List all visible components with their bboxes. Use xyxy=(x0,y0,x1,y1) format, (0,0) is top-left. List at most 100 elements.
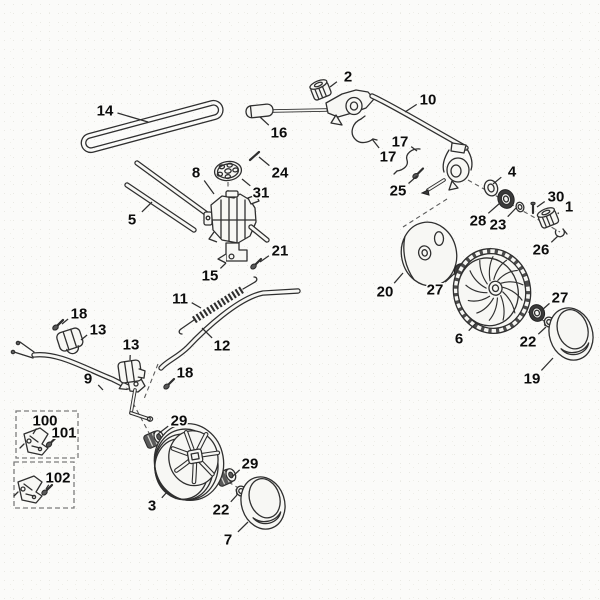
rod-highlight xyxy=(159,289,300,370)
callout-leader-front-wheel xyxy=(161,491,168,499)
callout-leader-drive-pin xyxy=(258,156,270,167)
callout-leader-spring-right xyxy=(410,146,418,152)
callout-leader-mounting-bracket xyxy=(219,262,227,269)
pulley xyxy=(213,160,243,182)
callout-leader-adjuster-knob xyxy=(557,212,560,215)
drive-belt xyxy=(80,99,224,154)
callout-leader-screw-left xyxy=(61,318,69,325)
wheel-spoke xyxy=(497,269,518,282)
mounting-bracket xyxy=(217,242,248,264)
part-number-axle-tube: 8 xyxy=(192,165,200,182)
callout-leader-latch-kit-upper xyxy=(32,428,38,435)
part-number-bearing-outer: 27 xyxy=(552,290,569,307)
part-number-bushing: 28 xyxy=(470,213,487,230)
hub-cap-rear xyxy=(548,307,594,361)
spring-right xyxy=(393,148,421,175)
tension-spring xyxy=(178,276,258,335)
callout-leader-bushing xyxy=(487,202,501,214)
part-number-drive-belt: 14 xyxy=(97,103,114,120)
callout-leader-handle-grip xyxy=(259,116,270,126)
wheel-spoke xyxy=(192,462,197,484)
part-number-retaining-clip: 26 xyxy=(533,242,550,259)
rod-highlight xyxy=(130,389,136,414)
part-number-latch-screw-upper: 101 xyxy=(51,425,76,442)
part-number-wheel-bearing-right: 29 xyxy=(242,456,259,473)
part-number-bolt: 21 xyxy=(272,243,289,260)
rod-highlight xyxy=(125,183,196,232)
callout-leader-nut-rear xyxy=(537,326,547,335)
part-number-bearing-inner: 27 xyxy=(427,282,444,299)
wheel-spoke xyxy=(467,295,491,302)
cover-disc xyxy=(400,221,458,287)
callout-leader-wheel-bearing-left xyxy=(157,425,169,435)
part-number-screw-right: 18 xyxy=(177,365,194,382)
callout-leader-screw-adjuster xyxy=(408,175,418,184)
front-axle xyxy=(10,340,154,422)
wheel-spoke xyxy=(479,260,488,285)
rod-highlight xyxy=(249,225,269,242)
spring-left xyxy=(351,115,378,144)
wheel-spoke xyxy=(199,460,214,476)
callout-leader-drive-belt xyxy=(117,112,149,123)
wheel-spoke xyxy=(469,270,487,289)
callout-leader-pin xyxy=(536,200,546,208)
latch-kit xyxy=(19,427,49,456)
callout-leader-knob-bushing xyxy=(329,81,338,88)
callout-leader-pulley xyxy=(241,178,251,187)
wheel-spoke xyxy=(476,297,495,314)
rod-highlight xyxy=(370,94,468,150)
part-number-latch-kit-upper: 100 xyxy=(32,413,57,430)
part-number-hub-cap-rear: 19 xyxy=(524,371,541,388)
height-adjuster-bracket xyxy=(420,142,473,196)
part-number-nut-front: 22 xyxy=(213,502,230,519)
rod-highlight xyxy=(130,412,150,420)
wheel-spoke xyxy=(488,297,499,321)
callout-leader-link-rod xyxy=(201,327,213,339)
callout-leader-bearing-block-left xyxy=(80,334,88,341)
callout-leader-rear-wheel xyxy=(468,322,477,332)
part-number-nut-rear: 22 xyxy=(520,334,537,351)
part-number-washer: 4 xyxy=(508,164,517,181)
washer-small xyxy=(515,201,525,213)
wheel-spoke xyxy=(197,433,208,451)
callout-leader-hub-cap-rear xyxy=(540,357,554,371)
screw-left xyxy=(50,318,65,333)
screw-adjuster xyxy=(410,167,425,181)
part-number-front-axle: 9 xyxy=(84,371,92,388)
part-number-front-wheel: 3 xyxy=(148,498,156,515)
callout-leader-spring-left xyxy=(371,138,380,149)
part-number-tension-spring: 11 xyxy=(172,291,188,308)
wheel-spoke xyxy=(488,256,494,282)
part-number-screw-adjuster: 25 xyxy=(390,183,407,200)
callout-leader-drive-shaft xyxy=(141,201,153,213)
bearing-block-left xyxy=(56,327,84,355)
callout-leader-front-axle xyxy=(97,384,104,391)
wheel-spoke xyxy=(502,291,516,314)
drive-pin xyxy=(248,150,261,162)
part-number-adjuster-knob: 1 xyxy=(565,199,573,216)
inset-box-upper xyxy=(15,410,79,459)
part-number-rear-wheel: 6 xyxy=(455,331,463,348)
part-number-hub-cap-front: 7 xyxy=(224,532,232,549)
callout-leader-bearing-inner xyxy=(444,272,456,283)
retaining-clip xyxy=(554,228,568,238)
callout-leader-axle-tube xyxy=(203,180,215,195)
part-number-latch-kit-lower: 102 xyxy=(45,470,70,487)
wheel-spoke xyxy=(500,294,505,321)
callout-leader-retaining-clip xyxy=(550,235,559,243)
callout-leader-bolt xyxy=(259,255,270,263)
rear-wheel xyxy=(452,248,532,334)
callout-leader-nut-front xyxy=(230,494,238,503)
part-number-screw-left: 18 xyxy=(71,306,88,323)
part-number-spring-right: 17 xyxy=(392,134,409,151)
callout-leader-wheel-bearing-right xyxy=(231,469,241,478)
inset-box-lower xyxy=(13,461,75,509)
part-number-bearing-block-right: 13 xyxy=(123,337,140,354)
wheel-spoke xyxy=(171,447,190,456)
part-number-drive-shaft: 5 xyxy=(128,212,136,229)
part-number-cover-disc: 20 xyxy=(377,284,394,301)
part-number-mounting-bracket: 15 xyxy=(202,268,219,285)
handle-lever-assembly xyxy=(245,89,375,126)
